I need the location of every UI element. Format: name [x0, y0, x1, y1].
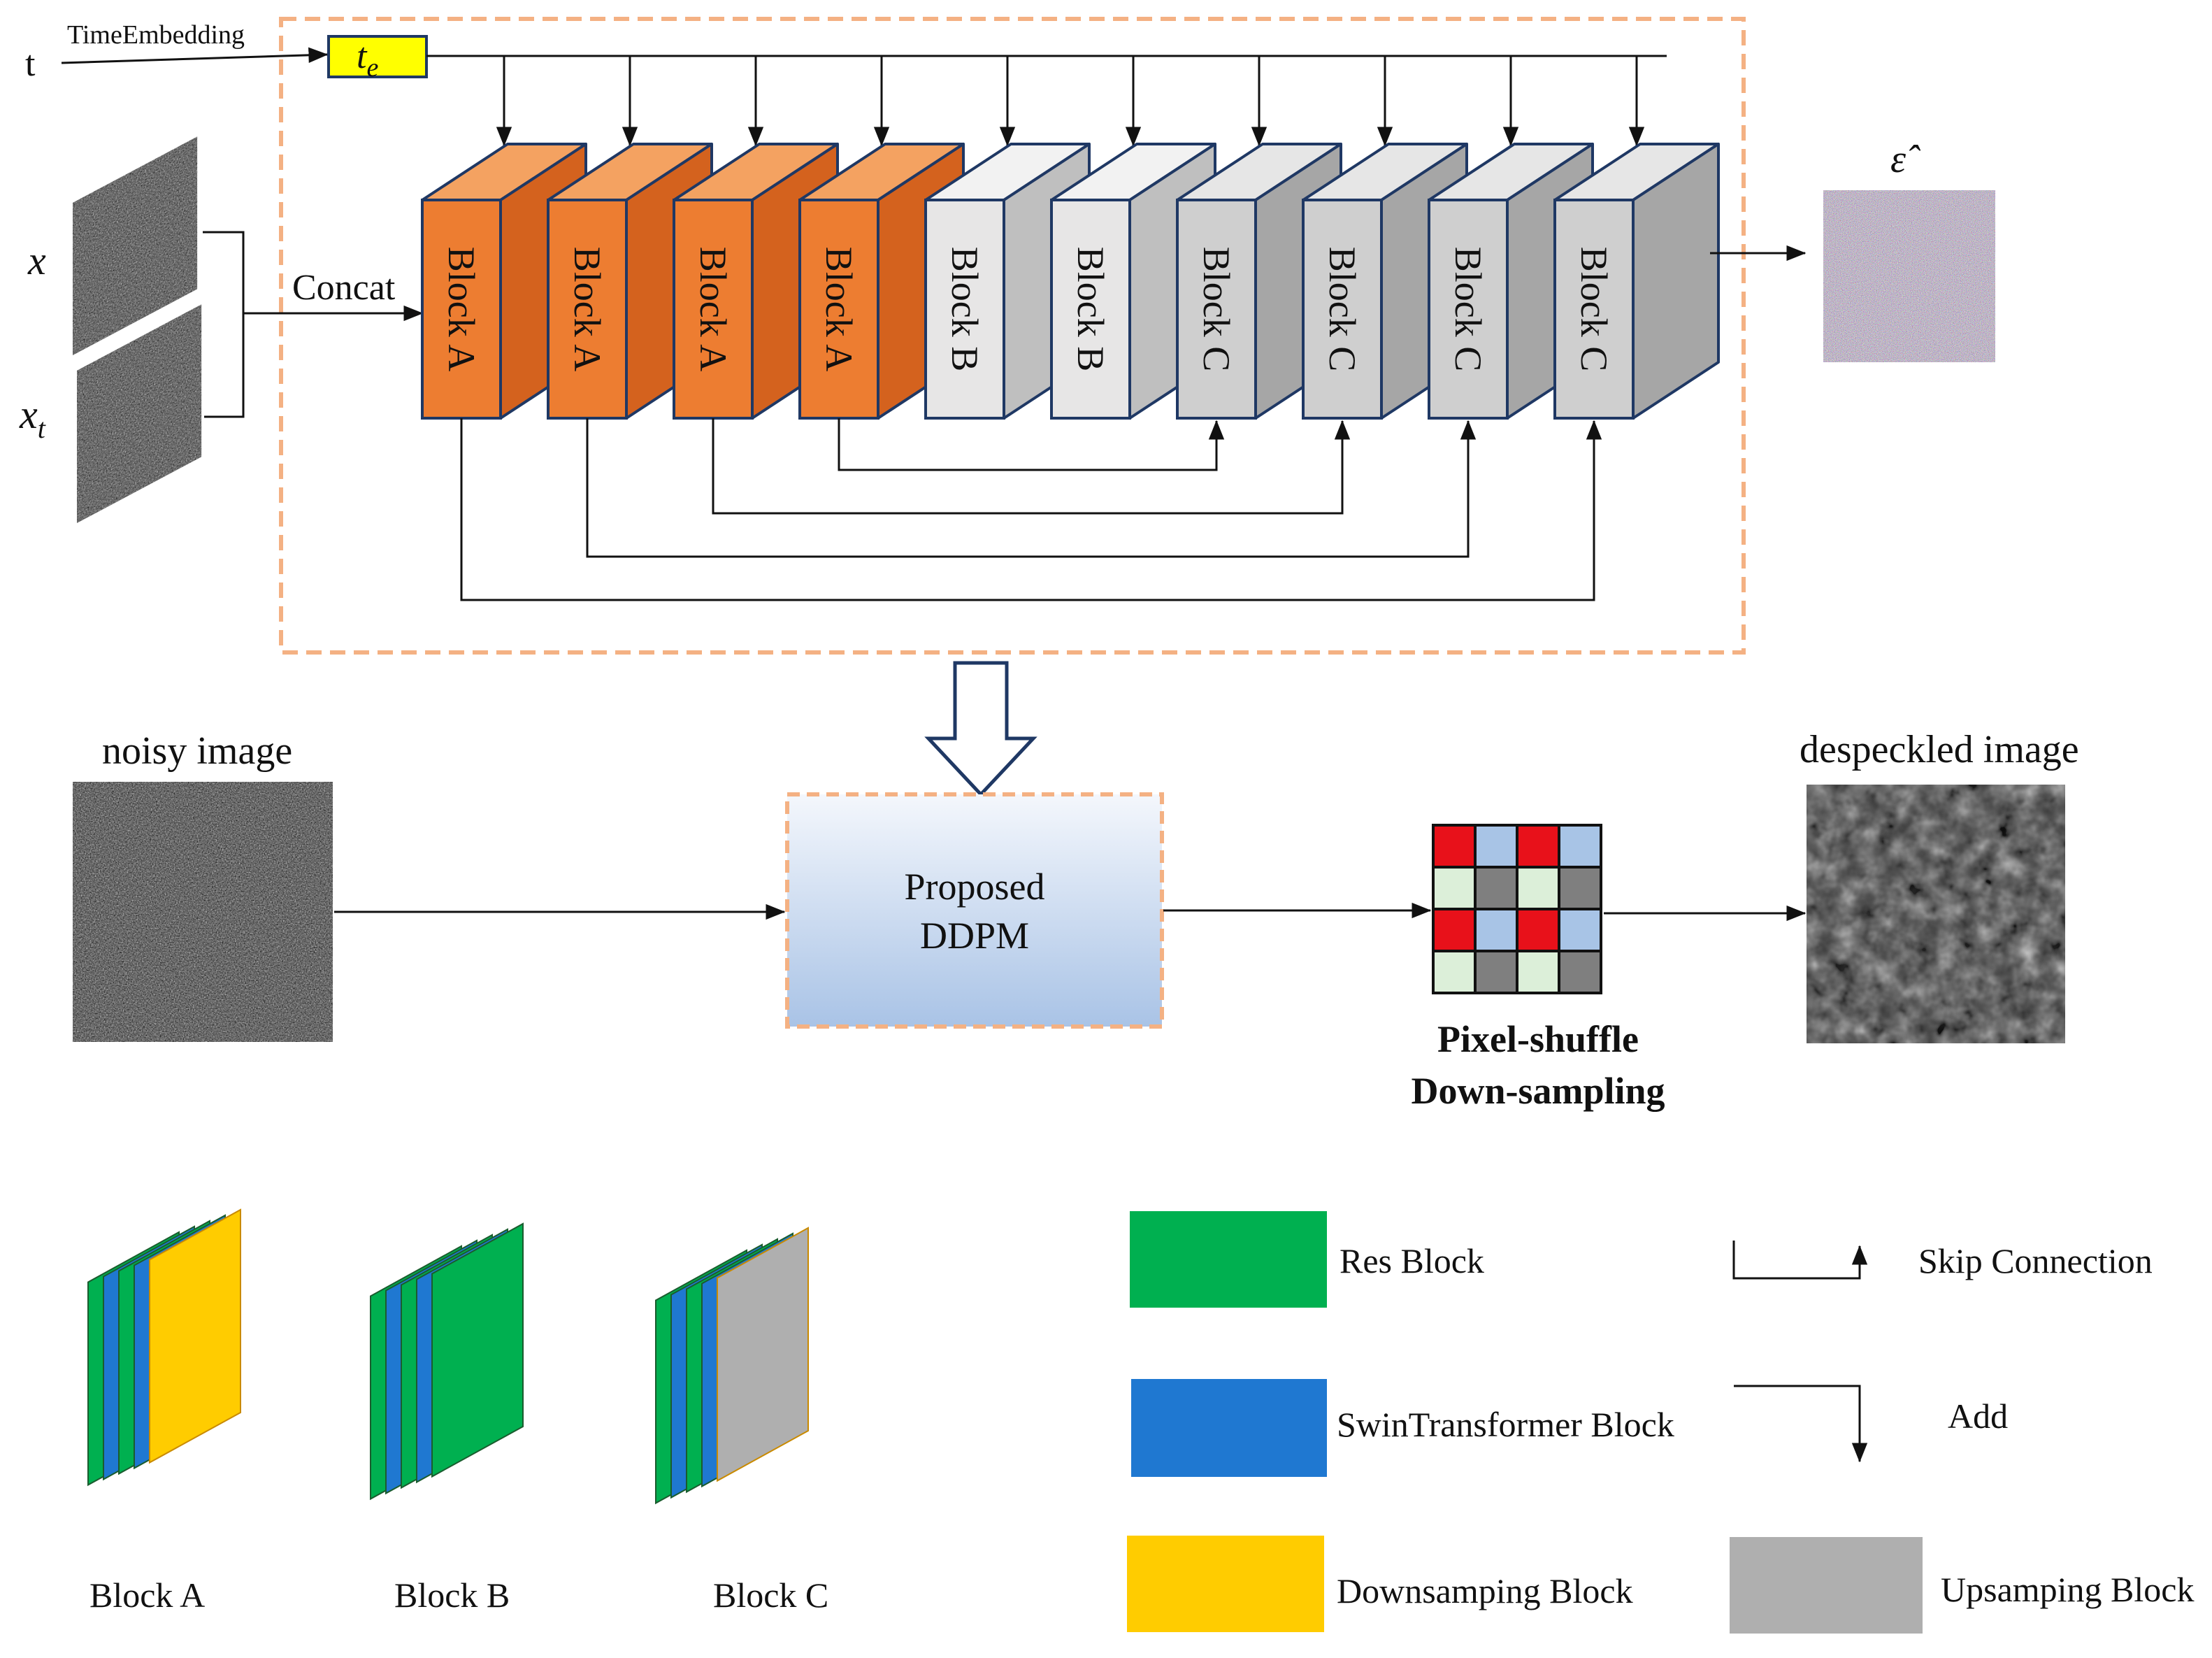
unet-block-label: Block C [1195, 247, 1237, 372]
legend-down-label: Downsamping Block [1337, 1571, 1633, 1610]
eps-hat-noise-image [1823, 190, 1995, 362]
pixel-cell [1474, 824, 1518, 869]
skip-connections [460, 418, 1602, 601]
block-b-caption: Block B [394, 1575, 510, 1615]
legend-up-label: Upsamping Block [1941, 1570, 2194, 1609]
network-dashed-border [279, 17, 1746, 655]
time-embedding-label: TimeEmbedding [67, 20, 245, 50]
xt-input-image [77, 304, 201, 523]
unet-block-label: Block C [1573, 247, 1615, 372]
pixel-cell [1558, 950, 1602, 994]
pixel-cell [1432, 866, 1477, 910]
concat-label: Concat [292, 268, 396, 308]
legend-up-swatch [1730, 1537, 1923, 1634]
ddpm-line-2: DDPM [920, 915, 1029, 957]
legend-res-swatch [1130, 1211, 1327, 1308]
block-b-stack [370, 1222, 524, 1501]
unet-block-label: Block B [1070, 247, 1112, 372]
ddpm-line-1: Proposed [905, 866, 1045, 908]
legend-skip-label: Skip Connection [1918, 1241, 2153, 1280]
x-input-image [73, 136, 197, 355]
pixel-shuffle-label-1: Pixel-shuffle [1437, 1018, 1639, 1060]
te-drop-arrows [496, 56, 1645, 147]
t-input-label: t [25, 44, 36, 84]
pixel-cell [1474, 950, 1518, 994]
unet-block-10: Block C [1553, 143, 1720, 420]
noisy-image-label: noisy image [102, 729, 292, 773]
skip-connection-line [460, 418, 1602, 601]
pixel-cell [1558, 866, 1602, 910]
unet-blocks: Block A Block A Block A Block A Block B Block… [421, 143, 1720, 420]
skip-connection-line [586, 418, 1477, 558]
noisy-image [73, 782, 333, 1042]
pixel-cell [1474, 866, 1518, 910]
te-box [327, 35, 428, 78]
pixel-cell [1516, 866, 1560, 910]
legend-res-label: Res Block [1340, 1241, 1484, 1280]
despeckled-image-label: despeckled image [1800, 728, 2079, 771]
skip-connection-line [712, 418, 1351, 515]
down-hollow-arrow [924, 661, 1037, 797]
pixel-cell [1516, 908, 1560, 952]
xt-label: xt [19, 392, 46, 444]
unet-block-label: Block A [692, 247, 734, 372]
t-to-te-arrow [61, 47, 329, 64]
pixel-shuffle-grid [1432, 824, 1602, 994]
unet-block-label: Block B [944, 247, 986, 372]
unet-block-label: Block A [818, 247, 860, 372]
legend-skip-icon [1732, 1241, 1868, 1280]
unet-block-label: Block C [1321, 247, 1363, 372]
pixel-cell [1516, 824, 1560, 869]
pixel-cell [1432, 824, 1477, 869]
block-c-stack [655, 1227, 809, 1505]
block-c-caption: Block C [713, 1575, 828, 1615]
stack-layer-down_yellow [149, 1208, 241, 1464]
pixel-shuffle-label-2: Down-sampling [1411, 1070, 1665, 1112]
unet-block-label: Block A [566, 247, 608, 372]
block-a-stack [87, 1208, 241, 1487]
block-a-caption: Block A [89, 1575, 205, 1615]
pixel-cell [1516, 950, 1560, 994]
unet-block-6: Block B [1050, 143, 1216, 420]
te-symbol: te [357, 36, 378, 83]
legend-down-swatch [1127, 1536, 1324, 1632]
pixel-cell [1432, 908, 1477, 952]
ddpm-box [785, 792, 1164, 1029]
legend-add-icon [1734, 1385, 1868, 1463]
legend-swin-swatch [1131, 1379, 1327, 1477]
despeckled-image [1807, 785, 2065, 1043]
pixel-cell [1558, 908, 1602, 952]
unet-block-label: Block C [1447, 247, 1489, 372]
stack-layer-up_gray [717, 1227, 809, 1482]
eps-hat-label: ε̂ [1890, 138, 1920, 181]
x-label: x [27, 238, 46, 283]
pixel-cell [1432, 950, 1477, 994]
stack-layer-res_green [431, 1222, 524, 1478]
skip-connection-line [838, 418, 1225, 471]
concat-bracket [203, 231, 287, 418]
unet-block-label: Block A [440, 247, 482, 372]
pixel-cell [1474, 908, 1518, 952]
legend-swin-label: SwinTransformer Block [1337, 1405, 1674, 1444]
pixel-cell [1558, 824, 1602, 869]
legend-add-label: Add [1948, 1396, 2008, 1436]
